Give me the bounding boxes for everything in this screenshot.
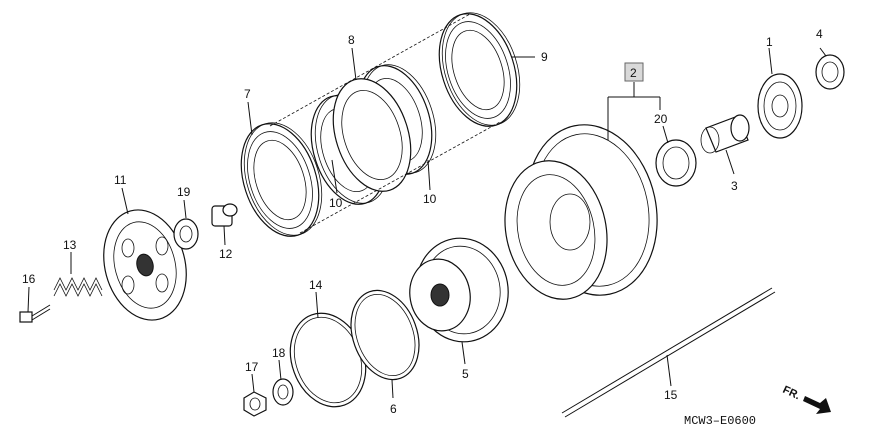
- part-9-friction-disc: [438, 12, 521, 127]
- part-7-friction-disc: [240, 122, 323, 237]
- callout-19: 19: [177, 185, 191, 199]
- callout-7: 7: [244, 87, 251, 101]
- callout-2-box: [624, 62, 644, 82]
- callout-15: 15: [664, 388, 678, 402]
- callout-2: 2: [630, 66, 637, 80]
- arrow-icon: [803, 396, 831, 414]
- part-6-o-ring: [350, 289, 420, 381]
- callout-5: 5: [462, 367, 469, 381]
- front-direction-indicator: FR.: [781, 384, 831, 414]
- part-16-bolt: [19, 304, 51, 323]
- callout-20: 20: [654, 112, 668, 126]
- part-3-collar: [700, 114, 750, 154]
- leader-lines: [27, 47, 827, 399]
- part-11-pressure-plate: [103, 209, 187, 321]
- part-17-nut: [243, 391, 267, 417]
- part-5-clutch-center: [409, 237, 509, 343]
- callout-16: 16: [22, 272, 36, 286]
- callout-3: 3: [731, 179, 738, 193]
- part-1-sprocket: [757, 73, 803, 139]
- callout-10-right: 10: [423, 192, 437, 206]
- part-15-pushrod: [561, 287, 776, 418]
- callout-4: 4: [816, 27, 823, 41]
- callout-8: 8: [348, 33, 355, 47]
- part-20-needle-bearing: [655, 139, 697, 187]
- part-19-bearing: [173, 218, 199, 250]
- part-4-washer: [815, 54, 845, 90]
- callout-14: 14: [309, 278, 323, 292]
- callout-17: 17: [245, 360, 259, 374]
- callout-1: 1: [766, 35, 773, 49]
- callout-13: 13: [63, 238, 77, 252]
- part-13-spring: [53, 277, 103, 297]
- callout-9: 9: [541, 50, 548, 64]
- callout-11: 11: [114, 173, 127, 187]
- callout-6: 6: [390, 402, 397, 416]
- diagram-code: MCW3–E0600: [684, 414, 756, 428]
- part-8-friction-disc: [332, 78, 412, 192]
- callout-18: 18: [272, 346, 286, 360]
- part-2-clutch-outer: [504, 124, 658, 300]
- callout-12: 12: [219, 247, 233, 261]
- disc-stack-outline: [269, 13, 501, 234]
- fr-label: FR.: [781, 384, 802, 402]
- callout-10-left: 10: [329, 196, 343, 210]
- part-12-lifter-piece: [211, 203, 238, 227]
- callout-labels: 1 2 3 4 5 6 7 8 9 10 10 11 12 13 14 15 1…: [22, 27, 823, 416]
- part-18-washer: [272, 378, 294, 406]
